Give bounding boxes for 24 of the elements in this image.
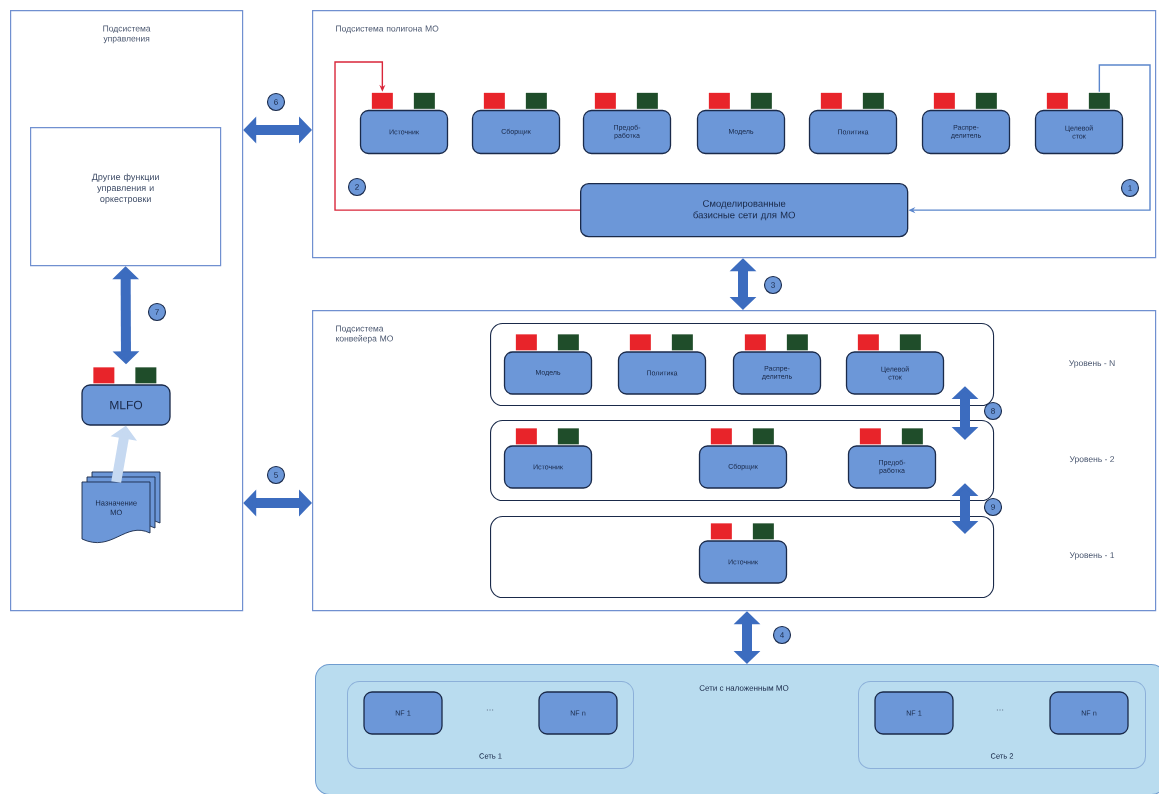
block-arrow xyxy=(951,386,979,440)
callout-number: 9 xyxy=(983,497,1003,517)
level-label: Уровень - N xyxy=(1069,360,1115,368)
block-arrow xyxy=(243,489,312,517)
level-label: Уровень - 2 xyxy=(1069,456,1115,464)
block-arrow xyxy=(951,483,979,534)
block-arrow xyxy=(729,258,757,310)
module-box: MLFO xyxy=(81,367,171,426)
ellipsis: … xyxy=(996,709,1004,711)
ellipsis: … xyxy=(486,709,494,711)
callout-number: 5 xyxy=(266,465,286,485)
level-label: Уровень - 1 xyxy=(1069,552,1115,560)
callout-number: 1 xyxy=(1120,178,1140,198)
callout-number: 8 xyxy=(983,401,1003,421)
function-box: Другие функции управления и оркестровки xyxy=(30,127,222,267)
callout-number: 4 xyxy=(772,625,792,645)
callout-number: 6 xyxy=(266,92,286,112)
module-box: Смоделированные базисные сети для МО xyxy=(580,183,909,238)
callout-number: 7 xyxy=(147,302,167,322)
callout-number: 3 xyxy=(763,275,783,295)
block-arrow xyxy=(733,611,761,664)
connector-line xyxy=(334,61,581,211)
block-arrow xyxy=(243,116,312,144)
callout-number: 2 xyxy=(347,177,367,197)
